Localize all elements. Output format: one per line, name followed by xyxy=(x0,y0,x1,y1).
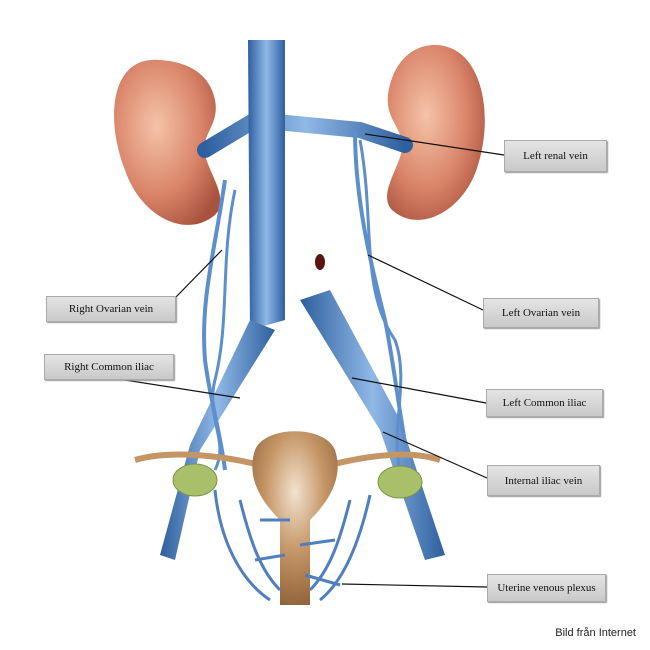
right-kidney xyxy=(114,59,221,225)
inferior-vena-cava xyxy=(248,40,285,330)
left-kidney xyxy=(387,45,485,220)
right-ovary xyxy=(172,463,218,497)
uterus xyxy=(252,431,338,605)
image-credit: Bild från Internet xyxy=(555,627,636,639)
left-common-iliac-vein xyxy=(300,290,445,560)
pointer-lines xyxy=(111,133,505,588)
label-internal-iliac-vein: Internal iliac vein xyxy=(487,465,600,496)
label-left-ovarian-vein: Left Ovarian vein xyxy=(483,298,599,328)
label-left-renal-vein: Left renal vein xyxy=(504,140,607,172)
label-right-ovarian-vein: Right Ovarian vein xyxy=(46,296,176,322)
left-ovary xyxy=(377,465,423,499)
label-left-common-iliac: Left Common iliac xyxy=(486,389,603,417)
uterine-venous-plexus xyxy=(213,489,372,602)
label-right-common-iliac: Right Common iliac xyxy=(44,354,174,380)
label-uterine-venous-plexus: Uterine venous plexus xyxy=(487,574,606,602)
